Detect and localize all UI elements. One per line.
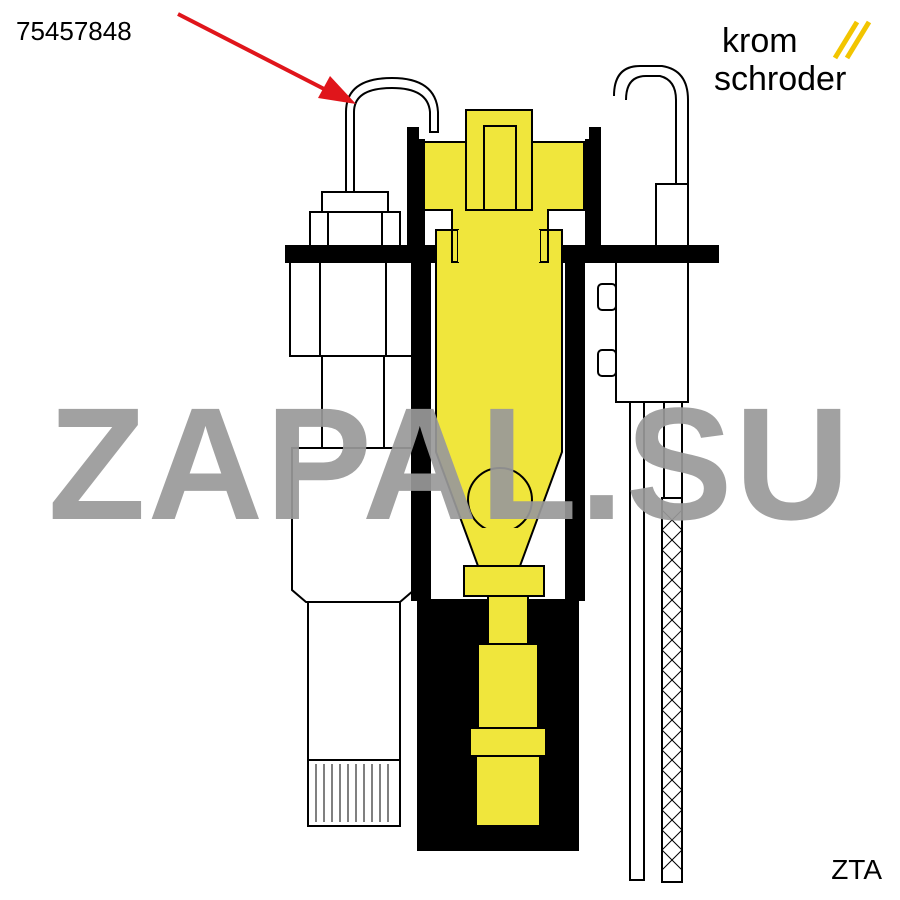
brand-line2: schroder — [714, 60, 846, 98]
logo-slash-1 — [832, 20, 860, 60]
ionisation-block — [615, 261, 689, 403]
brand-line1: krom — [722, 22, 798, 60]
ionisation-holder — [655, 183, 689, 247]
electrode-nut-top — [321, 191, 389, 213]
electrode-grip — [307, 759, 401, 827]
ionisation-rod — [629, 401, 645, 881]
block-tab-1 — [597, 283, 617, 311]
electrode-nut — [309, 211, 401, 247]
model-label: ZTA — [831, 854, 882, 885]
electrode-plug — [307, 601, 401, 761]
electrode-connector — [291, 447, 415, 603]
nozzle-outlet — [475, 755, 541, 827]
burner-housing — [407, 127, 601, 851]
rod-sleeve — [663, 401, 683, 499]
gas-inlet-bore — [483, 125, 517, 211]
nozzle-body — [477, 643, 539, 729]
nozzle-head — [463, 565, 545, 597]
arrow-icon — [177, 12, 356, 104]
electrode-tube — [345, 76, 439, 193]
spark-gap — [467, 467, 533, 533]
grip-ridges — [315, 764, 389, 822]
block-tab-2 — [597, 349, 617, 377]
electrode-body — [289, 261, 417, 357]
nozzle-neck — [487, 595, 529, 645]
logo-slash-2 — [844, 20, 872, 60]
electrode-shaft — [321, 355, 385, 449]
braided-cable — [661, 497, 683, 883]
part-number: 75457848 — [16, 16, 132, 46]
brand-logo: krom schroder — [714, 20, 872, 98]
ionisation-lead — [613, 65, 689, 184]
nozzle-nut — [469, 727, 547, 757]
